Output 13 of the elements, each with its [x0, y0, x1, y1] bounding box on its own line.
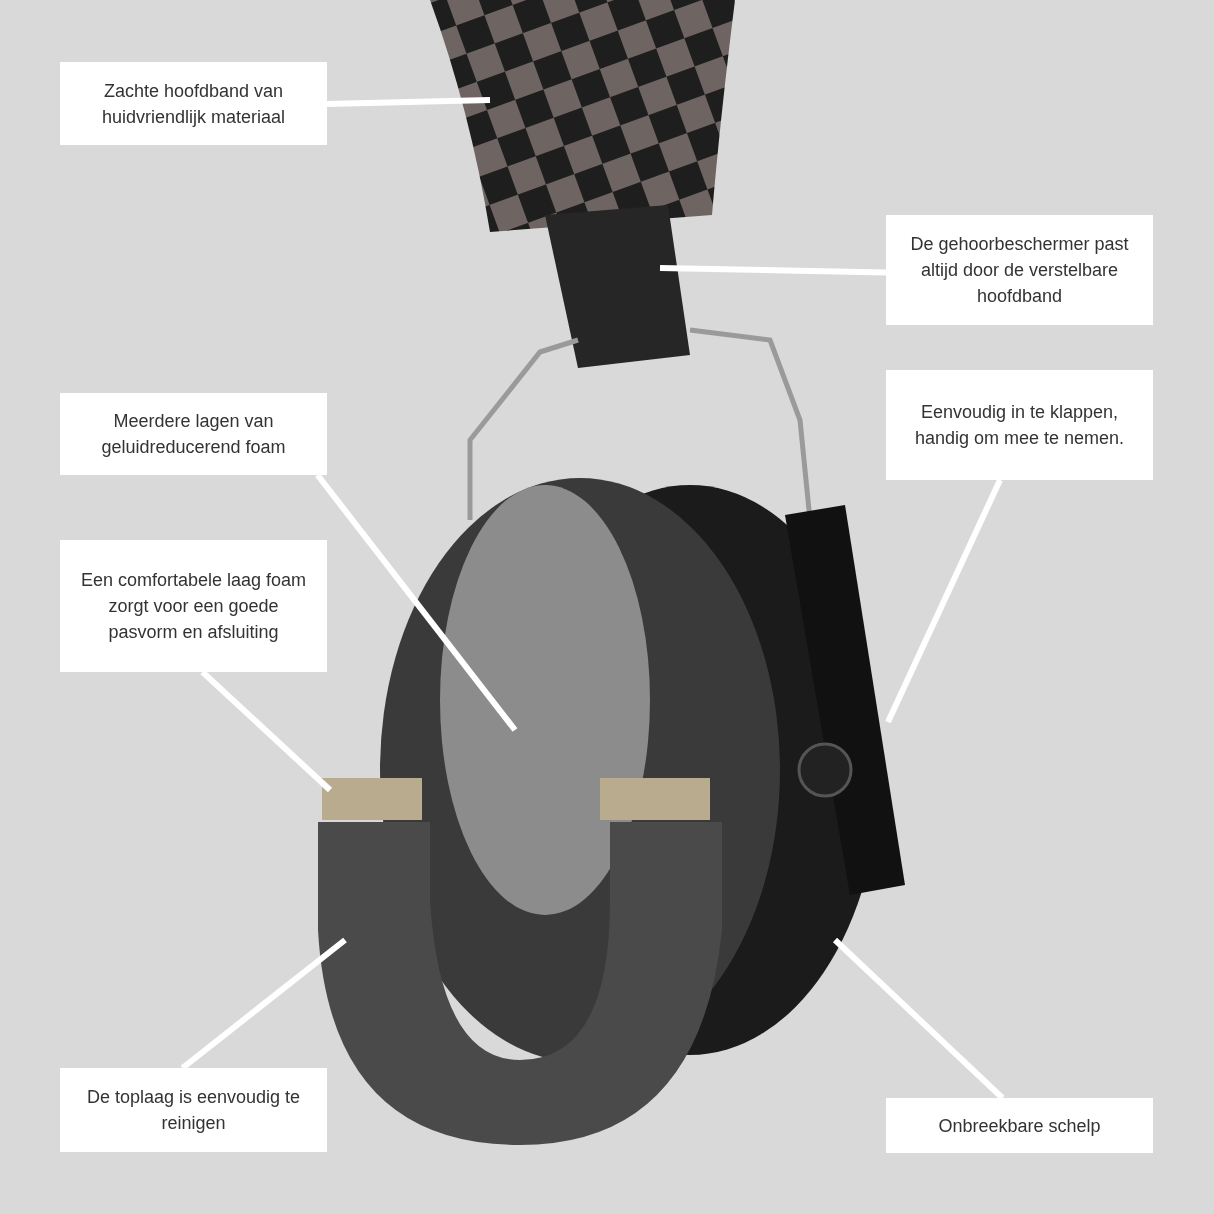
leader-line	[315, 473, 518, 732]
callout-text: De gehoorbeschermer past altijd door de verstelbare hoofdband	[886, 215, 1153, 325]
callout-text: Meerdere lagen van geluidreducerend foam	[60, 393, 327, 475]
callout-text: Onbreekbare schelp	[886, 1098, 1153, 1153]
leader-line	[832, 937, 1005, 1101]
callout-text: De toplaag is eenvoudig te reinigen	[60, 1068, 327, 1152]
callout-text: Zachte hoofdband van huidvriendlijk materiaal	[60, 62, 327, 145]
leader-line	[326, 97, 491, 107]
leader-line	[180, 937, 347, 1071]
leader-line	[659, 265, 887, 276]
callout-text: Eenvoudig in te klappen, handig om mee te nemen.	[886, 370, 1153, 480]
callout-text: Een comfortabele laag foam zorgt voor een goede pasvorm en afsluiting	[60, 540, 327, 672]
leader-line	[885, 478, 1003, 724]
